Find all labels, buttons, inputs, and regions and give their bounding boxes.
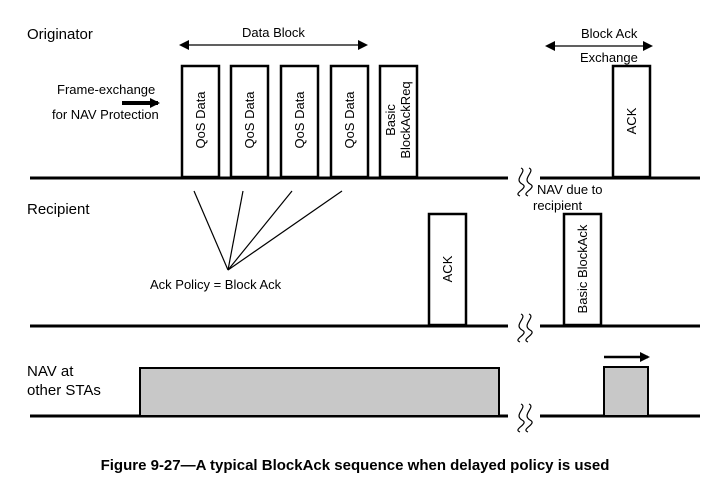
ack-policy-line-2 <box>227 190 244 271</box>
nav-label-line1: NAV at <box>27 363 74 380</box>
qos-data-frame-3: QoS Data <box>279 64 320 179</box>
recipient-break-mark <box>517 313 525 343</box>
originator-ack-frame: ACK <box>611 64 652 179</box>
figure-caption: Figure 9-27—A typical BlockAck sequence … <box>101 457 610 474</box>
nav-break-mark <box>517 403 525 433</box>
recipient-break-mark-2 <box>525 313 533 343</box>
qos-data-frame-4-label: QoS Data <box>342 91 357 149</box>
block-ack-exchange-label-line2: Exchange <box>580 50 638 65</box>
nav-due-label-line1: NAV due to <box>537 182 603 197</box>
nav-due-label-line2: recipient <box>533 198 583 213</box>
qos-data-frame-3-label: QoS Data <box>292 91 307 149</box>
basic-blockack-label: Basic BlockAck <box>575 224 590 313</box>
qos-data-frame-4: QoS Data <box>329 64 370 179</box>
nav-period-block-2 <box>603 366 649 417</box>
qos-data-frame-2: QoS Data <box>229 64 270 179</box>
originator-break-mark <box>517 167 525 197</box>
qos-data-frame-1-label: QoS Data <box>193 91 208 149</box>
nav-label-line2: other STAs <box>27 382 101 399</box>
block-ack-exchange-label-line1: Block Ack <box>581 26 638 41</box>
recipient-ack-frame: ACK <box>427 212 468 327</box>
qos-data-frame-1: QoS Data <box>180 64 221 179</box>
nav-break-mark-2 <box>525 403 533 433</box>
basic-blockackreq-label-line2: BlockAckReq <box>398 81 413 158</box>
qos-data-frame-2-label: QoS Data <box>242 91 257 149</box>
nav-period-block <box>139 367 500 417</box>
basic-blockackreq-frame: Basic BlockAckReq <box>378 64 419 179</box>
recipient-ack-label: ACK <box>440 255 455 282</box>
recipient-label: Recipient <box>27 201 90 218</box>
ack-policy-line-4 <box>227 190 343 271</box>
originator-label: Originator <box>27 26 93 43</box>
basic-blockackreq-label-line1: Basic <box>383 104 398 136</box>
frame-exchange-label-line2: for NAV Protection <box>52 107 159 122</box>
ack-policy-label: Ack Policy = Block Ack <box>150 277 282 292</box>
data-block-label: Data Block <box>242 25 305 40</box>
originator-break-mark-2 <box>525 167 533 197</box>
ack-policy-line-3 <box>227 190 293 271</box>
frame-exchange-label-line1: Frame-exchange <box>57 82 155 97</box>
ack-policy-line-1 <box>193 190 229 271</box>
originator-ack-label: ACK <box>624 107 639 134</box>
basic-blockack-frame: Basic BlockAck <box>562 212 603 327</box>
